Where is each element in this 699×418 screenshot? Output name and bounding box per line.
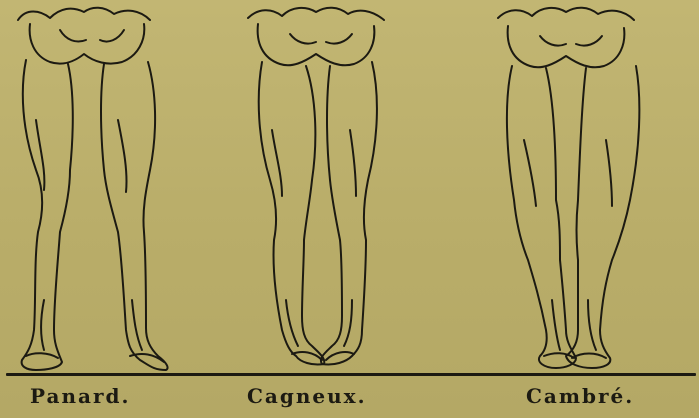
caption-cagneux: Cagneux. (247, 384, 367, 408)
caption-cambre: Cambré. (526, 384, 634, 408)
caption-panard: Panard. (30, 384, 130, 408)
ground-line (6, 373, 696, 376)
cambre-legs-drawing (498, 8, 639, 368)
cagneux-legs-drawing (248, 8, 384, 365)
panard-legs-drawing (18, 8, 168, 370)
